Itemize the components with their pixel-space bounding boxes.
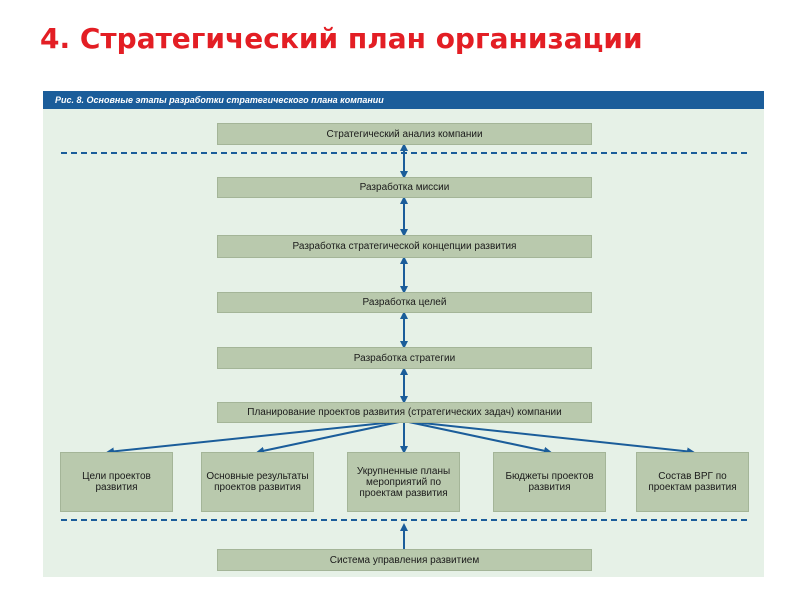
output-project-goals: Цели проектов развития bbox=[60, 452, 173, 512]
stage-mission: Разработка миссии bbox=[217, 177, 592, 198]
stage-concept: Разработка стратегической концепции разв… bbox=[217, 235, 592, 258]
divider-bottom bbox=[61, 519, 747, 521]
stage-strategic-analysis: Стратегический анализ компании bbox=[217, 123, 592, 145]
fanout-arrow bbox=[403, 420, 552, 455]
stage-development-management: Система управления развитием bbox=[217, 549, 592, 571]
fanout-arrow bbox=[403, 420, 695, 456]
slide-title: 4. Стратегический план организации bbox=[40, 22, 643, 55]
stage-goals: Разработка целей bbox=[217, 292, 592, 313]
output-budgets: Бюджеты проектов развития bbox=[493, 452, 606, 512]
output-enlarged-plans: Укрупненные планы мероприятий по проекта… bbox=[347, 452, 460, 512]
output-main-results: Основные результаты проектов развития bbox=[201, 452, 314, 512]
fanout-arrow bbox=[256, 420, 405, 455]
output-vrg-composition: Состав ВРГ по проектам развития bbox=[636, 452, 749, 512]
flowchart-figure: Рис. 8. Основные этапы разработки страте… bbox=[43, 91, 764, 577]
divider-top bbox=[61, 152, 747, 154]
stage-strategy: Разработка стратегии bbox=[217, 347, 592, 369]
fanout-arrow bbox=[106, 420, 405, 456]
figure-caption: Рис. 8. Основные этапы разработки страте… bbox=[43, 91, 764, 109]
stage-project-planning: Планирование проектов развития (стратеги… bbox=[217, 402, 592, 423]
connectors bbox=[106, 143, 695, 549]
